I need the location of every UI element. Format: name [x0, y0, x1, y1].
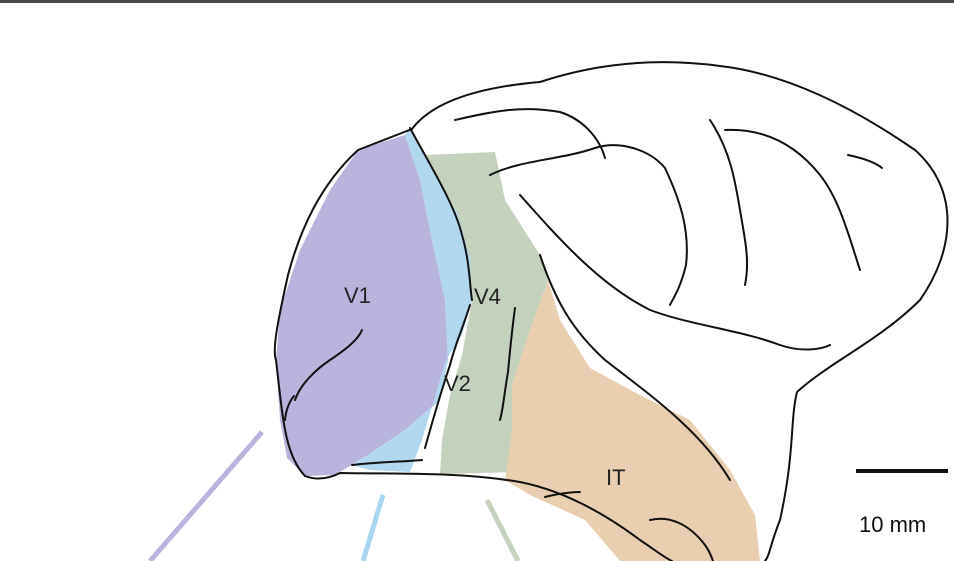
- label-v4: V4: [474, 284, 501, 309]
- v1-leader-line: [150, 432, 262, 561]
- v2-leader-line: [363, 495, 383, 561]
- v4-leader-line: [487, 500, 518, 561]
- sulcus-7: [848, 155, 882, 168]
- sulcus-3: [520, 195, 830, 350]
- sulcus-4: [665, 168, 687, 305]
- label-it: IT: [606, 465, 626, 490]
- sulcus-2: [490, 145, 665, 175]
- scale-bar-label: 10 mm: [859, 512, 926, 537]
- label-v1: V1: [344, 283, 371, 308]
- region-it: [505, 280, 760, 561]
- sulcus-5: [710, 120, 747, 285]
- label-v2: V2: [444, 371, 471, 396]
